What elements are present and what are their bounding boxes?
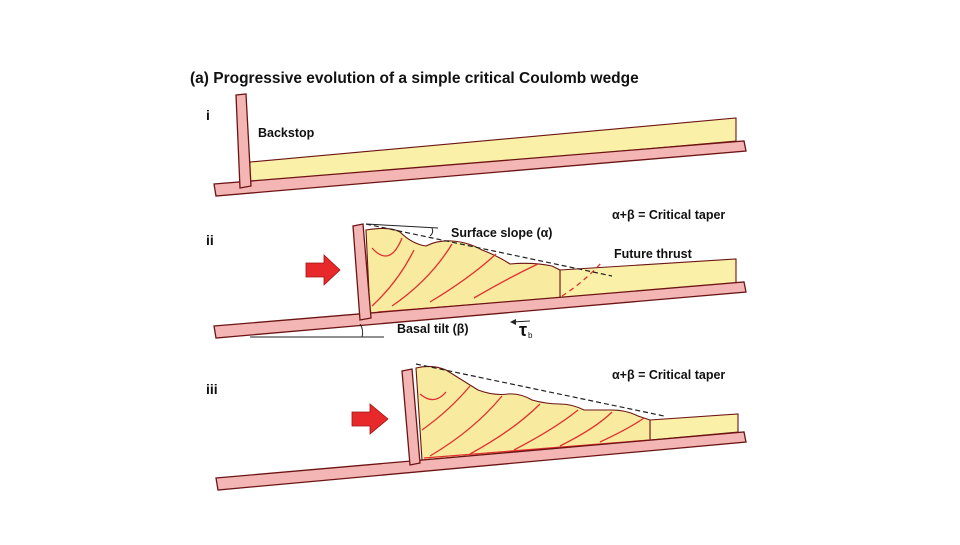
surface-slope-guide (365, 223, 439, 229)
thrust-fault-iii-6 (559, 411, 613, 447)
thrust-fault-iii-3 (429, 395, 503, 457)
panel-number-iii: iii (206, 381, 218, 397)
thrust-fault-iii-4 (469, 403, 541, 455)
critical-taper-label-ii: α+β = Critical taper (612, 208, 725, 222)
right-arrow-icon (305, 254, 341, 286)
panel-iii: iii α+β = Critical taper (206, 363, 747, 491)
thrust-fault-ii-3 (391, 243, 453, 307)
deformed-wedge-ii (365, 227, 561, 315)
backstop-label: Backstop (258, 126, 315, 140)
backstop-ii (352, 223, 372, 321)
future-thrust-label: Future thrust (614, 247, 693, 261)
surface-slope-label: Surface slope (α) (451, 226, 552, 240)
shear-arrow-head (510, 319, 516, 325)
thrust-fault-iii-7 (599, 417, 645, 443)
panel-i: i Backstop (206, 93, 747, 197)
deformed-wedge-iii (415, 365, 651, 461)
thrust-fault-iii-5 (513, 409, 579, 451)
surface-slope-angle-arc (429, 227, 434, 237)
thrust-fault-ii-4 (429, 253, 497, 303)
panel-number-i: i (206, 107, 210, 123)
future-thrust-line (561, 261, 603, 297)
basal-shear-subscript: b (528, 331, 533, 340)
thrust-fault-ii-1 (371, 237, 403, 257)
backstop-i (235, 93, 252, 189)
surface-taper-line-iii (415, 363, 665, 417)
thrust-fault-iii-2 (421, 385, 471, 431)
figure-title: (a) Progressive evolution of a simple cr… (190, 70, 639, 87)
panel-ii: ii α+β = Critical taper Surface slope (α… (206, 208, 747, 340)
thrust-fault-ii-2 (371, 249, 415, 307)
basal-shear-symbol: τ (519, 320, 527, 340)
surface-taper-line-ii (365, 223, 613, 277)
thrust-fault-iii-1 (419, 391, 447, 401)
backstop-iii (401, 368, 421, 466)
panel-number-ii: ii (206, 232, 214, 248)
basal-plate-i (213, 140, 747, 197)
basal-plate-iii (215, 431, 747, 491)
basal-tilt-angle-arc (359, 323, 364, 338)
basal-tilt-label: Basal tilt (β) (397, 322, 469, 336)
thrust-fault-ii-5 (473, 263, 539, 299)
basal-plate-ii (213, 281, 747, 339)
right-arrow-icon (351, 403, 389, 435)
critical-taper-label-iii: α+β = Critical taper (612, 368, 725, 382)
